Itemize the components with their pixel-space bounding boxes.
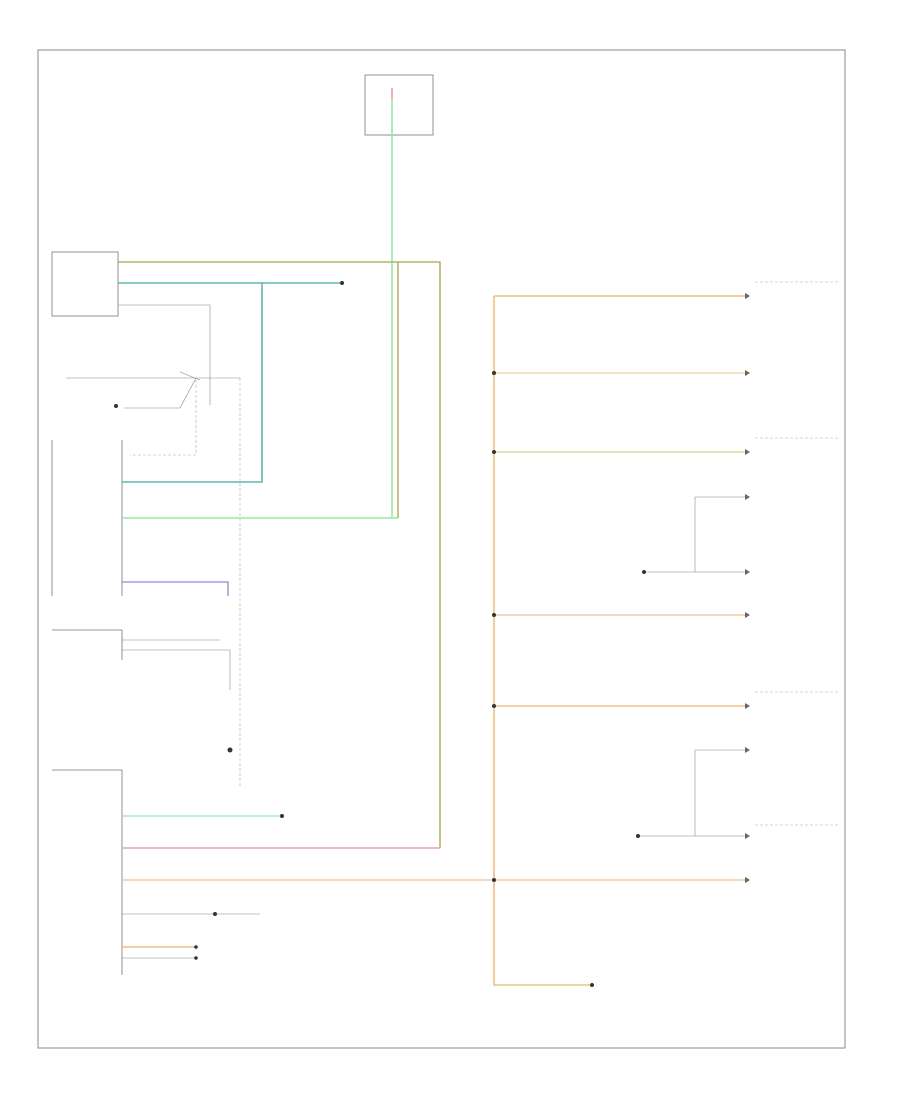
right-gnd1-dot (642, 570, 646, 574)
lamp-left-dot (114, 404, 118, 408)
right-node-1 (492, 371, 496, 375)
wire-blue (122, 581, 229, 596)
wire-right-orange-trunk (493, 296, 590, 986)
wire-ctrl-brown (122, 649, 231, 690)
gnd-bottom-dot (213, 912, 217, 916)
arrow-row-1 (745, 293, 750, 299)
arrow-row-3 (745, 449, 750, 455)
relay-switch (66, 371, 240, 409)
arrow-row-10 (745, 877, 750, 883)
right-branch-2 (640, 749, 745, 837)
left-module-3 (52, 769, 123, 975)
top-fuse-box (364, 74, 434, 136)
relay-dash-to-lm2 (130, 380, 197, 456)
arrow-row-6 (745, 612, 750, 618)
right-bottom-dot (590, 983, 594, 987)
right-node-5 (492, 878, 496, 882)
right-node-2 (492, 450, 496, 454)
ground-dot-top (340, 281, 344, 285)
fuse-bottom-dot-2 (194, 956, 198, 960)
fuse-bottom-dot-1 (194, 945, 198, 949)
right-branch-1 (645, 496, 745, 573)
arrow-row-2 (745, 370, 750, 376)
wire-olive-top (118, 261, 441, 848)
control-module (52, 629, 123, 660)
right-node-3 (492, 613, 496, 617)
left-module-1 (51, 251, 119, 317)
ctrl-ground-dot (227, 747, 233, 753)
cyan-dest-dot (280, 814, 284, 818)
right-gnd2-dot (636, 834, 640, 838)
left-module-2 (51, 440, 123, 596)
diagram-frame (37, 49, 846, 1049)
arrow-row-8 (745, 747, 750, 753)
arrow-row-7 (745, 703, 750, 709)
wire-gray-pin3 (118, 304, 211, 405)
right-connector-arrows (745, 293, 750, 883)
arrow-row-9 (745, 833, 750, 839)
right-node-4 (492, 704, 496, 708)
arrow-row-4 (745, 494, 750, 500)
wire-teal-drop (122, 283, 263, 483)
arrow-row-5 (745, 569, 750, 575)
